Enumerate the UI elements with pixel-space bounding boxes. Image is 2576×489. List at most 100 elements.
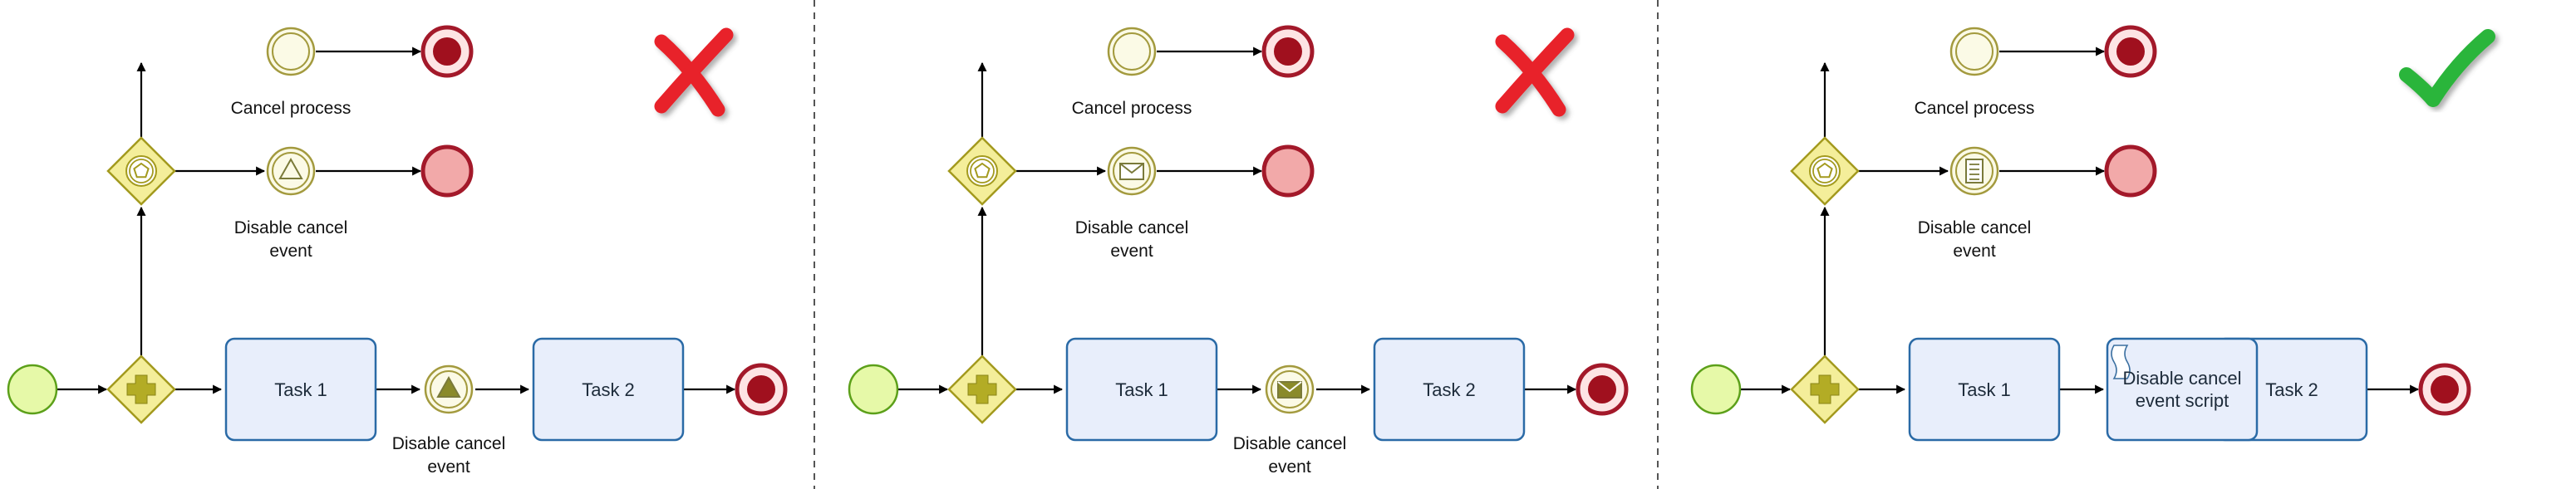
task-rect [1065,337,1218,442]
task-label: Task 1 [274,379,327,400]
cancel-process-label: Cancel process [1915,99,2035,118]
gateway-outer-circle [125,155,157,187]
signal-marker-icon [436,375,461,398]
end-event-core [1588,375,1616,403]
pentagon-marker-icon [1816,162,1833,178]
end-event-core [2431,375,2459,403]
cancel-process-event-icon [1949,27,1999,76]
conditional-event-icon [1949,146,1999,196]
cross-stroke-2 [654,27,734,114]
disable-cancel-event-label: event [269,242,312,261]
end-event-light-icon [2104,144,2157,198]
check-stroke [2399,29,2495,107]
intermediate-inner-ring [1955,152,1993,190]
gateway-outer-circle [966,155,998,187]
incorrect-cross-icon [1495,27,1575,117]
task-rect [1373,337,1526,442]
cancel-process-event-icon [1107,27,1157,76]
task-box: Task 2 [1373,337,1526,442]
end-event-light-icon [1261,144,1315,198]
end-event-light-icon [420,144,474,198]
intermediate-outer-ring [1107,27,1157,76]
intermediate-inner-ring [1955,32,1993,71]
task-rect [2106,337,2259,442]
parallel-gateway-icon [947,355,1017,424]
intermediate-inner-ring [430,370,468,408]
parallel-gateway-icon [1790,355,1860,424]
disable-cancel-event-label: event [1268,457,1311,477]
task-rect [224,337,377,442]
start-event-icon [7,364,58,415]
gateway-inner-circle [1812,159,1837,183]
signal-marker-icon [278,157,303,179]
intermediate-inner-ring [272,32,310,71]
panels-root: Task 1 Task 2 Disable cancel event Cancel pr… [7,25,2495,477]
gateway-inner-circle [970,159,995,183]
disable-cancel-event-label: event [1110,242,1153,261]
intermediate-outer-ring [266,146,316,196]
end-event-icon [420,25,474,78]
script-task-label: Disable cancel [2122,368,2241,389]
task-label: Task 1 [1115,379,1168,400]
message-event-icon [1107,146,1157,196]
message-envelope-flap-icon [1119,163,1144,174]
cross-stroke-2 [1495,27,1575,114]
gateway-outer-circle [1809,155,1841,187]
intermediate-inner-ring [1113,32,1151,71]
cancel-process-label: Cancel process [1072,99,1192,118]
task-box: Task 2 [532,337,685,442]
disable-cancel-event-label: Disable cancel [234,218,348,237]
correct-check-icon [2399,29,2495,107]
task-label: Task 2 [1423,379,1476,400]
event-based-gateway-icon [106,136,176,206]
disable-cancel-event-label: Disable cancel [392,434,506,453]
incorrect-cross-icon [654,27,734,117]
disable-cancel-message-event-icon [1265,364,1315,414]
disable-cancel-event-label: event [1953,242,1996,261]
conditional-sheet-icon [1965,159,1984,183]
parallel-gateway-icon [106,355,176,424]
plus-marker-icon [126,374,156,404]
pentagon-marker-icon [974,162,991,178]
panel-1: Task 1 Task 2 Disable cancel event Cancel pr… [7,25,788,477]
start-event-icon [848,364,899,415]
intermediate-inner-ring [272,152,310,190]
end-event-icon [2104,25,2157,78]
intermediate-inner-ring [1113,152,1151,190]
end-event-icon [735,363,788,416]
task-rect [532,337,685,442]
intermediate-outer-ring [1949,27,1999,76]
task-box: Task 1 [1065,337,1218,442]
signal-event-icon [266,146,316,196]
disable-cancel-event-label: Disable cancel [1233,434,1347,453]
disable-cancel-signal-event-icon [424,364,474,414]
end-event-core [2116,37,2145,66]
message-envelope-flap-icon [1277,381,1302,393]
pentagon-marker-icon [133,162,150,178]
task-box: Task 1 [224,337,377,442]
task-label: Task 2 [582,379,635,400]
cancel-process-event-icon [266,27,316,76]
plus-marker-icon [1810,374,1840,404]
end-event-icon [1576,363,1629,416]
task-rect [1908,337,2061,442]
event-based-gateway-icon [947,136,1017,206]
disable-cancel-event-label: event [427,457,470,477]
intermediate-inner-ring [1271,370,1309,408]
end-event-icon [2418,363,2471,416]
script-marker-icon [2111,345,2131,379]
task-label: Task 2 [2265,379,2318,400]
gateway-inner-circle [129,159,154,183]
end-event-icon [1261,25,1315,78]
event-based-gateway-icon [1790,136,1860,206]
start-event-icon [1690,364,1742,415]
plus-marker-icon [967,374,997,404]
end-event-core [747,375,775,403]
end-event-core [1274,37,1302,66]
task-box: Task 1 [1908,337,2061,442]
task-label: Task 1 [1958,379,2011,400]
cancel-process-label: Cancel process [231,99,351,118]
